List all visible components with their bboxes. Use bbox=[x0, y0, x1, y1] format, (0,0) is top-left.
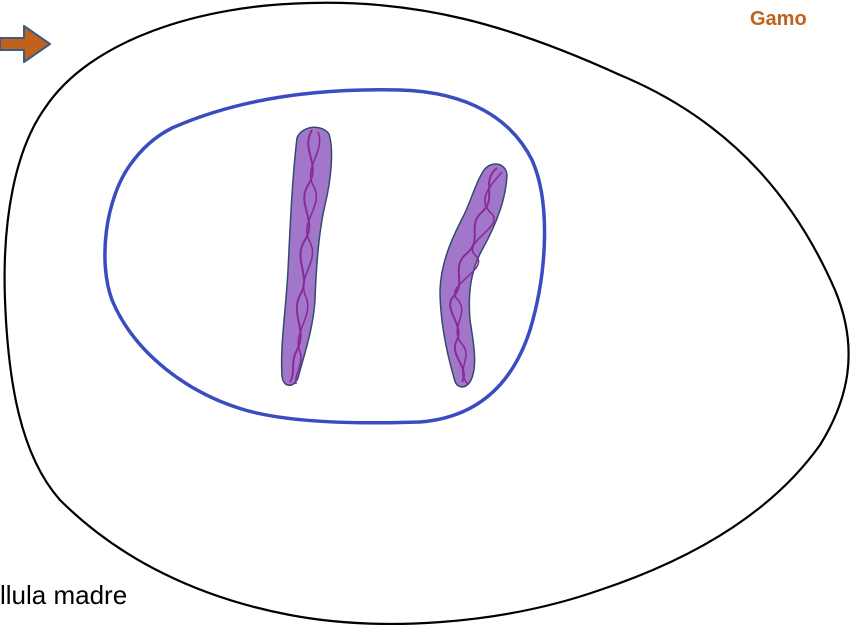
chromosome-left bbox=[282, 127, 332, 385]
arrow-right-icon bbox=[0, 26, 50, 62]
gamete-label: Gamo bbox=[750, 8, 807, 31]
chromosome-right bbox=[440, 164, 507, 387]
mother-cell-label: llula madre bbox=[0, 580, 127, 611]
cell-membrane bbox=[5, 3, 849, 624]
